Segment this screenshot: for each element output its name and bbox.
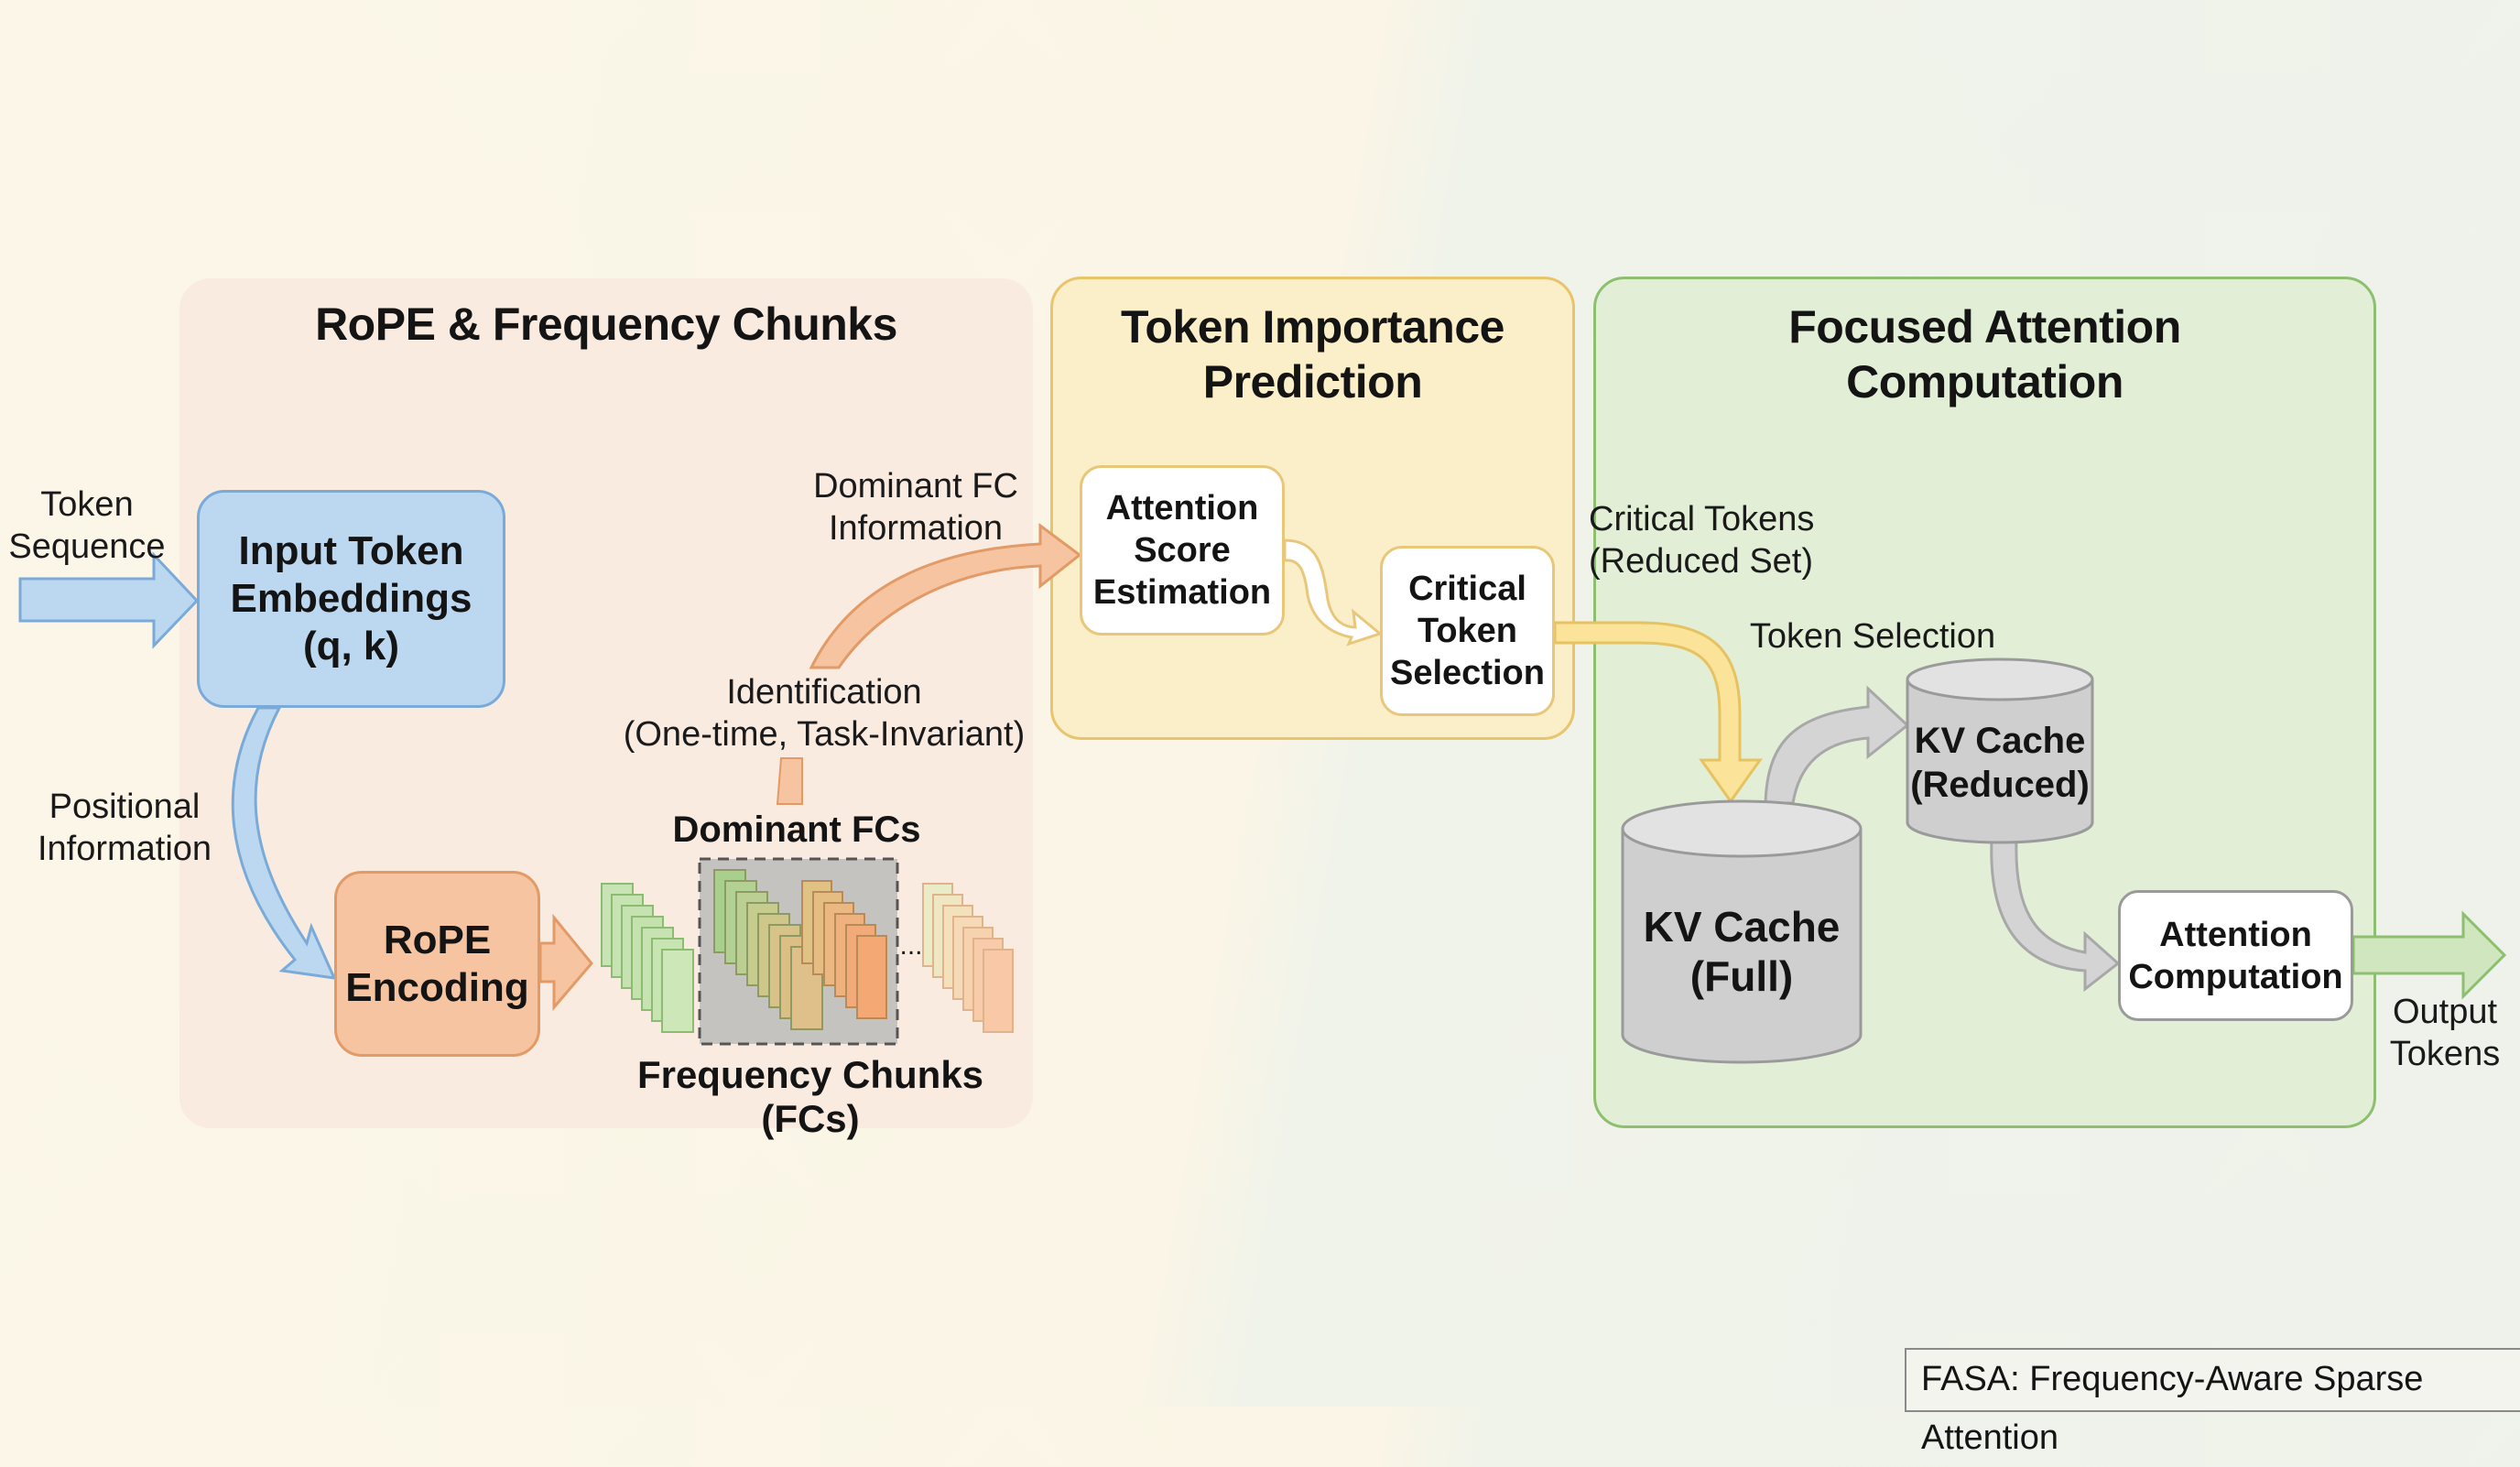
attention-computation-box: Attention Computation	[2118, 890, 2353, 1021]
identification-arrow-stub	[776, 757, 803, 805]
importance-panel-title: Token Importance Prediction	[1121, 301, 1504, 408]
diagram-connectors	[18, 523, 2507, 1064]
kv-cache-reduced-cylinder	[1906, 657, 2094, 844]
kv-cache-full-cylinder	[1621, 799, 1863, 1064]
rope-panel-title: RoPE & Frequency Chunks	[315, 299, 897, 350]
critical-token-selection-box: Critical Token Selection	[1380, 546, 1555, 716]
identification-label: Identification (One-time, Task-Invariant…	[623, 673, 1026, 754]
kv-cache-reduced-label: KV Cache (Reduced)	[1910, 721, 2090, 805]
dominant-fcs-label: Dominant FCs	[672, 810, 921, 850]
rope-encoding-box: RoPE Encoding	[334, 871, 540, 1057]
token-selection-label: Token Selection	[1749, 617, 1996, 656]
rope-to-fc-arrow	[538, 913, 593, 1012]
critical-to-kv-arrow	[1553, 621, 1763, 804]
fc-stack-low	[601, 883, 694, 1033]
output-tokens-arrow	[2352, 910, 2507, 1000]
input-token-embeddings-box: Input Token Embeddings (q, k)	[197, 490, 505, 708]
footer-caption: FASA: Frequency-Aware Sparse Attention	[1905, 1348, 2520, 1457]
frequency-chunk-card	[661, 949, 694, 1033]
frequency-chunk-card	[983, 949, 1014, 1033]
positional-information-label: Positional Information	[37, 788, 212, 868]
score-to-critical-arrow	[1283, 538, 1384, 647]
critical-tokens-label: Critical Tokens (Reduced Set)	[1589, 500, 1815, 581]
output-tokens-label: Output Tokens	[2389, 993, 2501, 1073]
frequency-chunk-card	[856, 935, 887, 1019]
positional-information-arrow	[231, 706, 337, 980]
fc-ellipsis: ...	[899, 930, 923, 961]
token-selection-arrow	[1764, 685, 1910, 805]
reduced-to-attention-arrow	[1990, 839, 2121, 993]
fc-stack-dominant-b	[801, 880, 887, 1019]
fc-stack-high	[922, 883, 1014, 1033]
dominant-fc-information-label: Dominant FC Information	[813, 467, 1018, 548]
frequency-chunks-label: Frequency Chunks (FCs)	[636, 1053, 984, 1140]
focused-panel-title: Focused Attention Computation	[1788, 301, 2181, 408]
kv-cache-full-label: KV Cache (Full)	[1643, 903, 1841, 1000]
attention-score-estimation-box: Attention Score Estimation	[1080, 465, 1285, 636]
token-sequence-label: Token Sequence	[8, 485, 166, 566]
token-sequence-arrow	[18, 551, 200, 649]
fc-stack-dominant-a	[713, 869, 823, 1030]
